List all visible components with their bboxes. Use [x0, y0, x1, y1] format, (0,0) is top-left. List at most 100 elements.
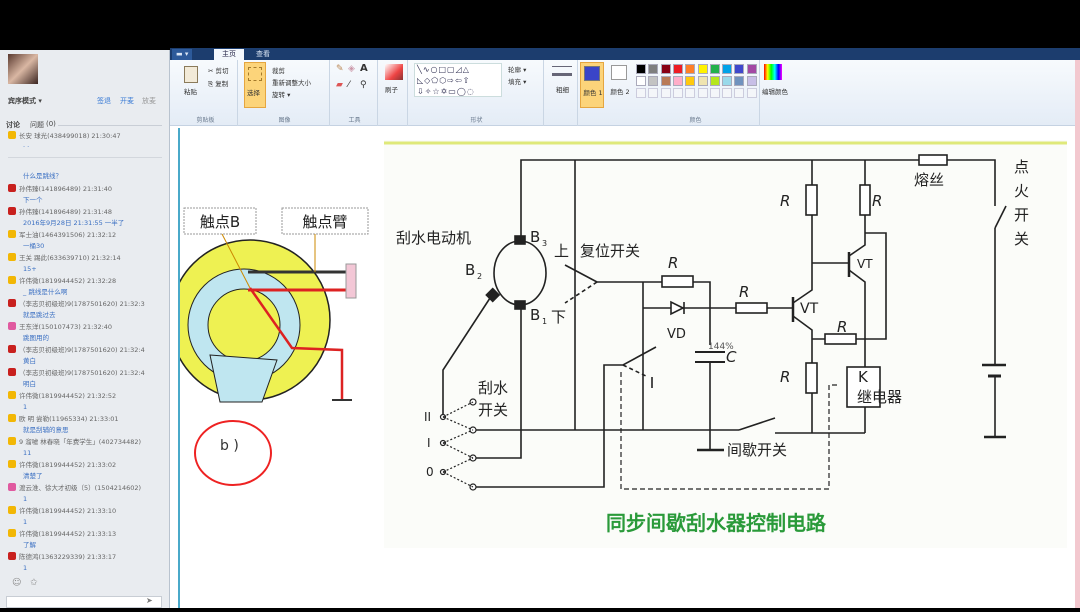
message-header: 渡云淮、徐大才初级（5）(1504214602) — [19, 484, 142, 492]
shapes-gallery[interactable]: ╲∿○□▢◿△◺◇⬠⬡⇨⇦⇧⇩✧☆✡▭◯◌ — [414, 63, 502, 97]
size-icon[interactable] — [552, 66, 572, 76]
sign-out-link[interactable]: 签退 — [97, 97, 111, 105]
tab-view[interactable]: 查看 — [256, 50, 270, 58]
palette-swatch[interactable] — [648, 76, 659, 86]
open-mic-link[interactable]: 开麦 — [120, 97, 134, 105]
palette-swatch[interactable] — [697, 64, 708, 74]
color1-button[interactable]: 颜色 1 — [580, 62, 604, 108]
custom-color-slot[interactable] — [672, 88, 683, 98]
message-header: （李志贝初级班)9(1787501620) 21:32:4 — [19, 369, 145, 377]
size-button[interactable]: 粗细 — [556, 86, 569, 94]
outline-button[interactable]: 轮廓 ▾ — [508, 66, 527, 74]
select-button[interactable]: 选择 — [244, 62, 266, 108]
member-badge-icon — [8, 506, 16, 514]
brush-b3 — [514, 235, 526, 245]
custom-color-slot[interactable] — [697, 88, 708, 98]
message-text: 明白 — [23, 380, 36, 388]
member-badge-icon — [8, 276, 16, 284]
member-badge-icon — [8, 299, 16, 307]
palette-swatch[interactable] — [709, 64, 720, 74]
list-item: 长安 球光(438499018) 21:30:47· · — [8, 131, 121, 153]
brush-icon[interactable] — [385, 64, 403, 80]
tools-label: 工具 — [348, 117, 361, 124]
intermittent-switch-label: 间歇开关 — [727, 441, 787, 459]
crop-button[interactable]: 裁剪 — [272, 67, 285, 75]
mode-dropdown[interactable]: 宾序模式 ▾ — [8, 97, 42, 105]
brush-button[interactable]: 刷子 — [385, 86, 398, 94]
edit-colors-button[interactable]: 编辑颜色 — [762, 88, 788, 96]
paste-button[interactable]: 粘贴 — [184, 88, 197, 96]
tab-home[interactable]: 主页 — [214, 49, 244, 60]
r1-wire — [597, 281, 711, 345]
r5-label: R — [872, 192, 882, 210]
favorite-icon[interactable]: ✩ — [30, 578, 38, 588]
file-menu-button[interactable]: ▬ ▾ — [172, 49, 193, 60]
wiper-switch — [439, 398, 477, 491]
tools-group: ✎ ◈ A ▰ ⁄ ⚲ 工具 — [332, 60, 378, 126]
palette-swatch[interactable] — [697, 76, 708, 86]
pencil-icon[interactable]: ✎ — [336, 64, 344, 74]
paste-icon[interactable] — [184, 66, 198, 83]
fill-button[interactable]: 填充 ▾ — [508, 78, 527, 86]
chat-input[interactable] — [6, 596, 162, 608]
custom-color-slot[interactable] — [648, 88, 659, 98]
palette-swatch[interactable] — [709, 76, 720, 86]
release-mic-link[interactable]: 放麦 — [142, 97, 156, 105]
custom-color-slot[interactable] — [734, 88, 745, 98]
rotate-button[interactable]: 旋转 ▾ — [272, 91, 291, 99]
drawing-canvas[interactable]: 触点B 触点臂 b ) — [169, 128, 1075, 608]
palette-swatch[interactable] — [734, 64, 745, 74]
emoji-icon[interactable]: ☺ — [12, 578, 22, 588]
palette-swatch[interactable] — [746, 76, 757, 86]
message-header: 长安 球光(438499018) 21:30:47 — [19, 132, 121, 140]
message-header: 王关 踢此(633639710) 21:32:14 — [19, 254, 121, 262]
palette-swatch[interactable] — [722, 76, 733, 86]
copy-button[interactable]: ⎘ 复制 — [208, 80, 229, 88]
diode-vd — [670, 300, 685, 316]
arm-mount — [345, 263, 357, 299]
b1-sub: 1 — [542, 317, 547, 326]
r6-label: R — [837, 318, 847, 336]
eraser-icon[interactable]: ▰ — [336, 80, 343, 90]
palette-swatch[interactable] — [672, 64, 683, 74]
magnifier-icon[interactable]: ⚲ — [360, 80, 367, 90]
color2-button[interactable]: 颜色 2 — [608, 62, 630, 108]
palette-swatch[interactable] — [648, 64, 659, 74]
palette-swatch[interactable] — [636, 76, 646, 86]
palette-swatch[interactable] — [722, 64, 733, 74]
palette-swatch[interactable] — [685, 76, 696, 86]
custom-color-slot[interactable] — [636, 88, 646, 98]
tab-question[interactable]: 问题 — [30, 121, 44, 129]
reset-switch-blade — [564, 264, 598, 283]
palette-swatch[interactable] — [685, 64, 696, 74]
custom-color-slot[interactable] — [722, 88, 733, 98]
contact-arm-label: 触点臂 — [302, 213, 347, 231]
resize-button[interactable]: 重新调整大小 — [272, 79, 311, 87]
r1-label: R — [668, 254, 678, 272]
fill-icon[interactable]: ◈ — [348, 64, 355, 74]
tab-discuss[interactable]: 讨论 — [6, 121, 20, 129]
palette-swatch[interactable] — [746, 64, 757, 74]
palette-swatch[interactable] — [660, 64, 671, 74]
cut-button[interactable]: ✂ 剪切 — [208, 67, 229, 75]
custom-color-slot[interactable] — [685, 88, 696, 98]
custom-color-slot[interactable] — [660, 88, 671, 98]
select-icon — [248, 67, 262, 81]
text-icon[interactable]: A — [360, 63, 368, 74]
b2-sub: 2 — [477, 272, 482, 281]
palette-swatch[interactable] — [734, 76, 745, 86]
color-picker-icon[interactable]: ⁄ — [348, 80, 350, 90]
palette-swatch[interactable] — [636, 64, 646, 74]
message-text: 了解 — [23, 541, 36, 549]
edit-colors-icon[interactable] — [764, 64, 782, 80]
percent-label: 144% — [708, 342, 734, 352]
send-icon[interactable]: ➤ — [146, 596, 153, 605]
custom-color-slot[interactable] — [709, 88, 720, 98]
contact-arm-box — [281, 207, 369, 235]
avatar — [8, 54, 38, 84]
palette-swatch[interactable] — [660, 76, 671, 86]
message-text: 15+ — [23, 265, 37, 273]
custom-color-slot[interactable] — [746, 88, 757, 98]
palette-swatch[interactable] — [672, 76, 683, 86]
